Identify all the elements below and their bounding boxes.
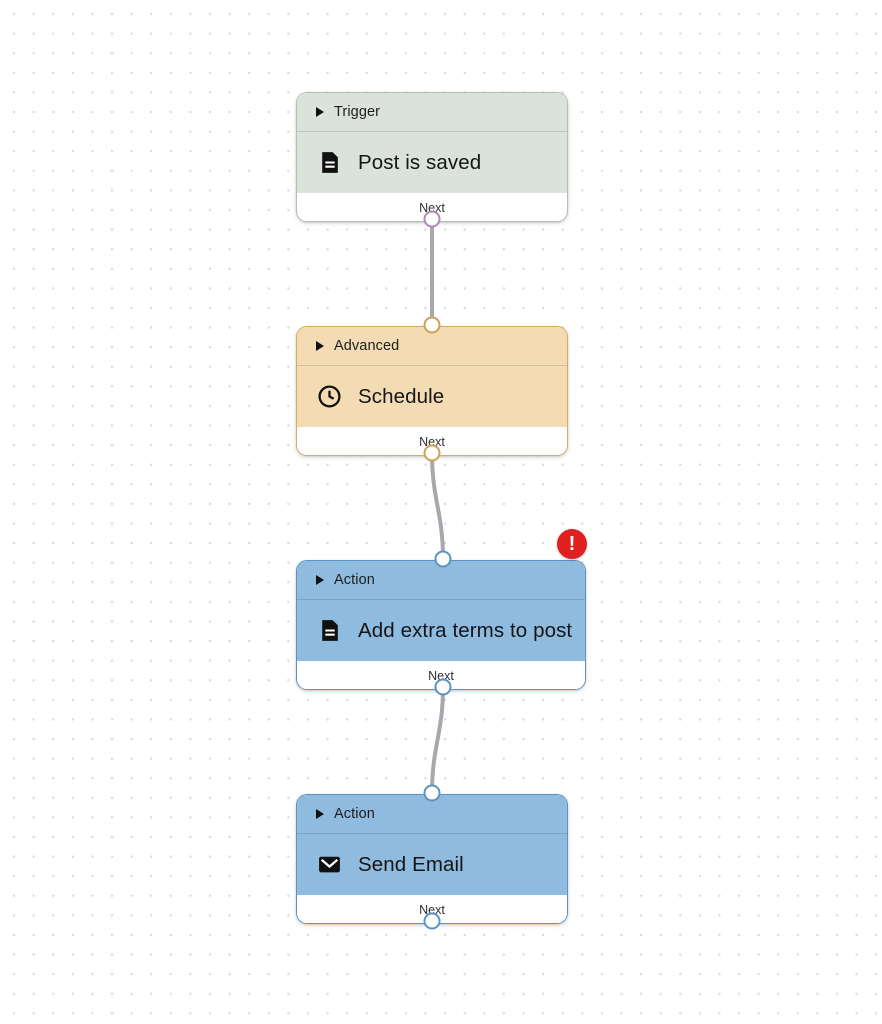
action-terms-out-port[interactable]: [434, 678, 452, 696]
node-category-label: Trigger: [334, 104, 381, 120]
advanced-out-port[interactable]: [423, 444, 441, 462]
node-body-trigger-post-is-saved[interactable]: Post is saved: [297, 131, 567, 193]
node-title: Schedule: [358, 384, 445, 408]
document-icon: [316, 150, 342, 176]
edge-advanced-to-action-terms[interactable]: [430, 451, 445, 561]
error-badge[interactable]: !: [557, 529, 587, 559]
node-header-trigger-post-is-saved[interactable]: Trigger: [297, 93, 567, 131]
action-terms-in-port[interactable]: [434, 550, 452, 568]
edge-action-terms-to-email[interactable]: [430, 685, 445, 795]
disclosure-triangle-icon[interactable]: [316, 575, 324, 585]
document-icon: [316, 618, 342, 644]
action-email-in-port[interactable]: [423, 784, 441, 802]
node-body-action-add-extra-terms[interactable]: Add extra terms to post: [297, 599, 585, 661]
exclamation-icon: !: [568, 532, 576, 555]
advanced-in-port[interactable]: [423, 316, 441, 334]
node-category-label: Advanced: [334, 338, 400, 354]
node-category-label: Action: [334, 572, 375, 588]
node-title: Post is saved: [358, 150, 482, 174]
node-body-action-send-email[interactable]: Send Email: [297, 833, 567, 895]
disclosure-triangle-icon[interactable]: [316, 341, 324, 351]
node-category-label: Action: [334, 806, 375, 822]
node-body-advanced-schedule[interactable]: Schedule: [297, 365, 567, 427]
disclosure-triangle-icon[interactable]: [316, 107, 324, 117]
trigger-out-port[interactable]: [423, 210, 441, 228]
envelope-icon: [316, 852, 342, 878]
action-email-out-port[interactable]: [423, 912, 441, 930]
node-title: Send Email: [358, 852, 464, 876]
clock-icon: [316, 384, 342, 410]
disclosure-triangle-icon[interactable]: [316, 809, 324, 819]
node-title: Add extra terms to post: [358, 618, 573, 642]
